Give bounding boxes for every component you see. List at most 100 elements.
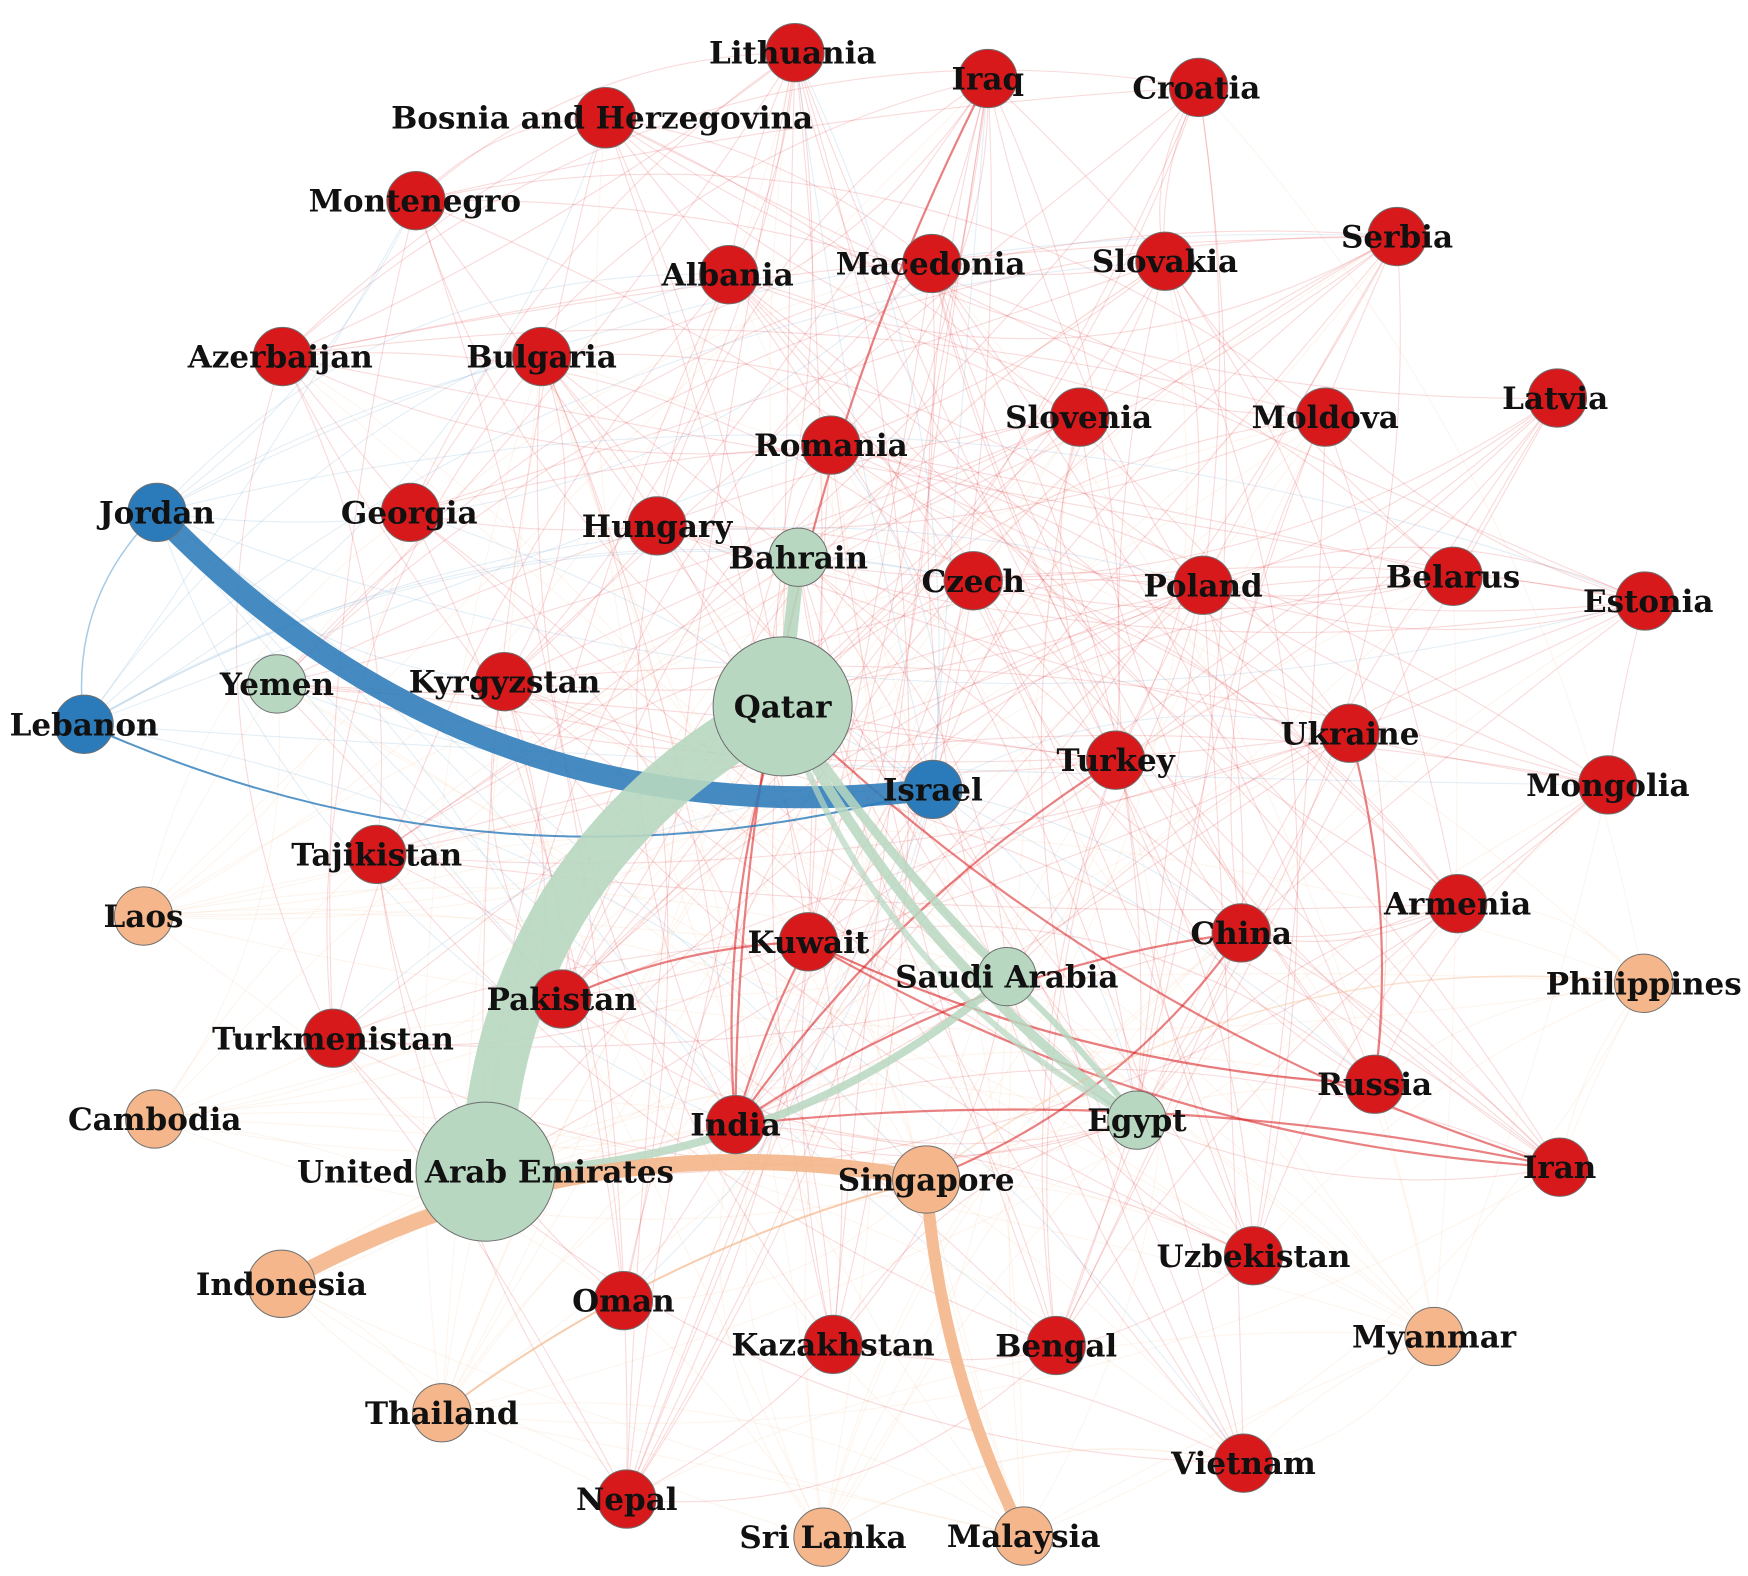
node-bengal[interactable] bbox=[1026, 1315, 1086, 1376]
edge-thailand-slovenia bbox=[441, 416, 1081, 1414]
node-malaysia[interactable] bbox=[994, 1506, 1054, 1566]
node-uae[interactable] bbox=[415, 1101, 556, 1242]
node-oman[interactable] bbox=[593, 1270, 654, 1331]
node-mongolia[interactable] bbox=[1578, 755, 1638, 815]
edge-lebanon-slovakia bbox=[83, 260, 1166, 725]
edge-qatar-egypt bbox=[777, 701, 1142, 1126]
node-iraq[interactable] bbox=[958, 48, 1018, 109]
node-nepal[interactable] bbox=[597, 1469, 657, 1529]
edge-lebanon-israel bbox=[83, 723, 934, 838]
node-philippines[interactable] bbox=[1614, 953, 1674, 1013]
node-thailand[interactable] bbox=[412, 1383, 472, 1443]
edge-jordan-bengal bbox=[156, 511, 1057, 1347]
edge-israel-lithuania bbox=[794, 52, 934, 790]
node-bulgaria[interactable] bbox=[511, 326, 572, 387]
node-laos[interactable] bbox=[113, 886, 174, 946]
edge-iraq-pakistan bbox=[561, 77, 989, 1000]
node-label-bulgaria: Bulgaria bbox=[466, 340, 616, 376]
node-armenia[interactable] bbox=[1427, 874, 1488, 934]
node-iran[interactable] bbox=[1529, 1137, 1590, 1197]
node-indonesia[interactable] bbox=[247, 1249, 316, 1318]
node-label-qatar: Qatar bbox=[734, 689, 832, 725]
node-bahrain[interactable] bbox=[768, 527, 828, 587]
node-latvia[interactable] bbox=[1527, 368, 1588, 428]
edge-nepal-bengal bbox=[626, 1344, 1057, 1503]
node-kazakhstan[interactable] bbox=[803, 1314, 863, 1375]
node-israel[interactable] bbox=[903, 759, 963, 819]
node-srilanka[interactable] bbox=[793, 1507, 853, 1567]
node-label-croatia: Croatia bbox=[1132, 70, 1260, 106]
node-turkmenistan[interactable] bbox=[303, 1008, 363, 1068]
edge-vietnam-srilanka bbox=[822, 1448, 1244, 1538]
node-moldova[interactable] bbox=[1295, 387, 1355, 447]
node-albania[interactable] bbox=[699, 245, 759, 305]
node-china[interactable] bbox=[1211, 903, 1271, 963]
edge-srilanka-kuwait bbox=[744, 941, 824, 1538]
node-kyrgyzstan[interactable] bbox=[474, 652, 535, 712]
edge-philippines-croatia bbox=[1198, 86, 1645, 984]
edge-slovakia-iraq bbox=[987, 77, 1166, 262]
edge-iraq-bulgaria bbox=[541, 77, 989, 358]
edge-layer bbox=[80, 52, 1646, 1543]
edge-ukraine-russia bbox=[1348, 732, 1384, 1086]
edge-qatar-belarus bbox=[782, 575, 1454, 707]
edge-russia-mongolia bbox=[1374, 784, 1609, 1085]
edge-iran-yemen bbox=[276, 683, 1561, 1168]
node-slovakia[interactable] bbox=[1135, 231, 1195, 291]
edge-romania-malaysia bbox=[830, 444, 1025, 1537]
edge-romania-azerbaijan bbox=[282, 356, 832, 455]
node-czech[interactable] bbox=[943, 551, 1003, 611]
node-singapore[interactable] bbox=[892, 1145, 961, 1214]
edge-latvia-bosnia bbox=[604, 117, 1558, 399]
node-lithuania[interactable] bbox=[765, 23, 825, 83]
node-montenegro[interactable] bbox=[386, 171, 446, 231]
edge-belarus-myanmar bbox=[1433, 575, 1458, 1338]
node-uzbekistan[interactable] bbox=[1223, 1226, 1284, 1286]
node-romania[interactable] bbox=[801, 415, 861, 475]
edge-yemen-lithuania bbox=[276, 52, 796, 685]
node-label-romania: Romania bbox=[754, 428, 908, 464]
node-estonia[interactable] bbox=[1615, 571, 1675, 631]
node-russia[interactable] bbox=[1344, 1054, 1405, 1114]
node-serbia[interactable] bbox=[1367, 206, 1427, 267]
node-belarus[interactable] bbox=[1423, 546, 1483, 606]
node-jordan[interactable] bbox=[127, 482, 187, 543]
node-hungary[interactable] bbox=[627, 496, 687, 556]
node-india[interactable] bbox=[705, 1094, 766, 1155]
edge-moldova-singapore bbox=[925, 416, 1326, 1181]
node-bosnia[interactable] bbox=[574, 86, 637, 149]
node-macedonia[interactable] bbox=[902, 233, 962, 294]
edge-tajikistan-azerbaijan bbox=[282, 356, 383, 855]
node-tajikistan[interactable] bbox=[347, 824, 407, 885]
node-turkey[interactable] bbox=[1085, 730, 1146, 790]
edge-croatia-kyrgyzstan bbox=[504, 86, 1200, 683]
node-croatia[interactable] bbox=[1168, 57, 1229, 118]
node-poland[interactable] bbox=[1173, 555, 1233, 615]
node-lebanon[interactable] bbox=[54, 694, 114, 754]
node-qatar[interactable] bbox=[712, 636, 853, 777]
node-yemen[interactable] bbox=[247, 654, 307, 714]
edge-czech-china bbox=[972, 580, 1242, 934]
node-slovenia[interactable] bbox=[1050, 387, 1110, 447]
edge-myanmar-vietnam bbox=[1242, 1335, 1435, 1464]
node-egypt[interactable] bbox=[1107, 1090, 1167, 1150]
edge-slovakia-georgia bbox=[409, 260, 1166, 513]
node-label-lithuania: Lithuania bbox=[709, 36, 876, 72]
node-ukraine[interactable] bbox=[1320, 703, 1380, 763]
edge-qatar-nepal bbox=[626, 705, 784, 1500]
node-kuwait[interactable] bbox=[778, 912, 839, 972]
node-label-vietnam: Vietnam bbox=[1170, 1446, 1316, 1482]
node-azerbaijan[interactable] bbox=[252, 326, 313, 387]
node-myanmar[interactable] bbox=[1404, 1306, 1464, 1367]
edge-singapore-yemen bbox=[276, 683, 927, 1181]
node-georgia[interactable] bbox=[380, 482, 441, 543]
node-cambodia[interactable] bbox=[125, 1089, 185, 1149]
edge-slovenia-russia bbox=[1079, 416, 1376, 1085]
edge-russia-israel bbox=[932, 788, 1376, 1085]
edge-macedonia-jordan bbox=[156, 262, 933, 523]
edge-kazakhstan-egypt bbox=[832, 1119, 1138, 1345]
node-vietnam[interactable] bbox=[1213, 1433, 1274, 1493]
node-saudi[interactable] bbox=[977, 946, 1037, 1007]
edge-egypt-macedonia bbox=[931, 262, 1142, 1121]
node-pakistan[interactable] bbox=[532, 969, 592, 1029]
